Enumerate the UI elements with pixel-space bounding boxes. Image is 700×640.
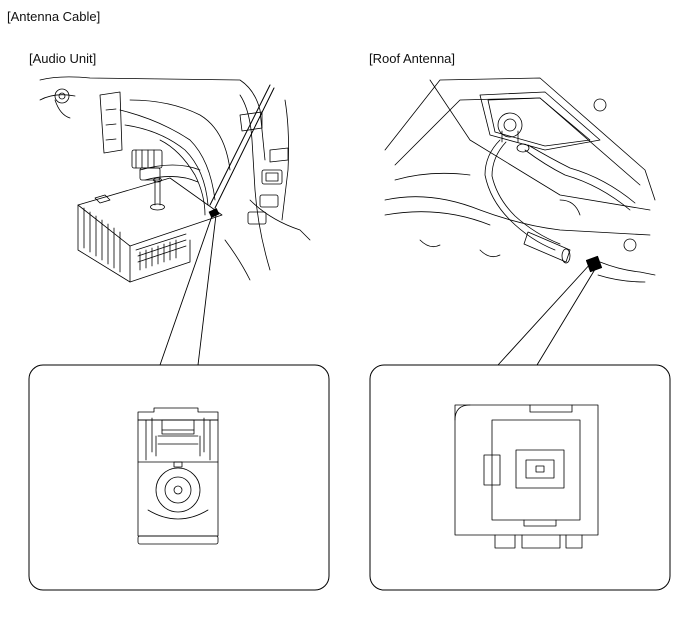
audio-unit-illustration — [39, 76, 311, 283]
coaxial-connector-icon — [137, 407, 219, 545]
roof-antenna-label: [Roof Antenna] — [369, 51, 456, 66]
diagram-title: [Antenna Cable] — [7, 9, 101, 24]
square-connector-icon — [454, 404, 599, 549]
audio-detail-box — [28, 364, 330, 591]
roof-detail-box — [369, 364, 671, 591]
audio-unit-label: [Audio Unit] — [29, 51, 97, 66]
callout-lines — [159, 212, 598, 366]
roof-antenna-illustration — [384, 77, 656, 283]
